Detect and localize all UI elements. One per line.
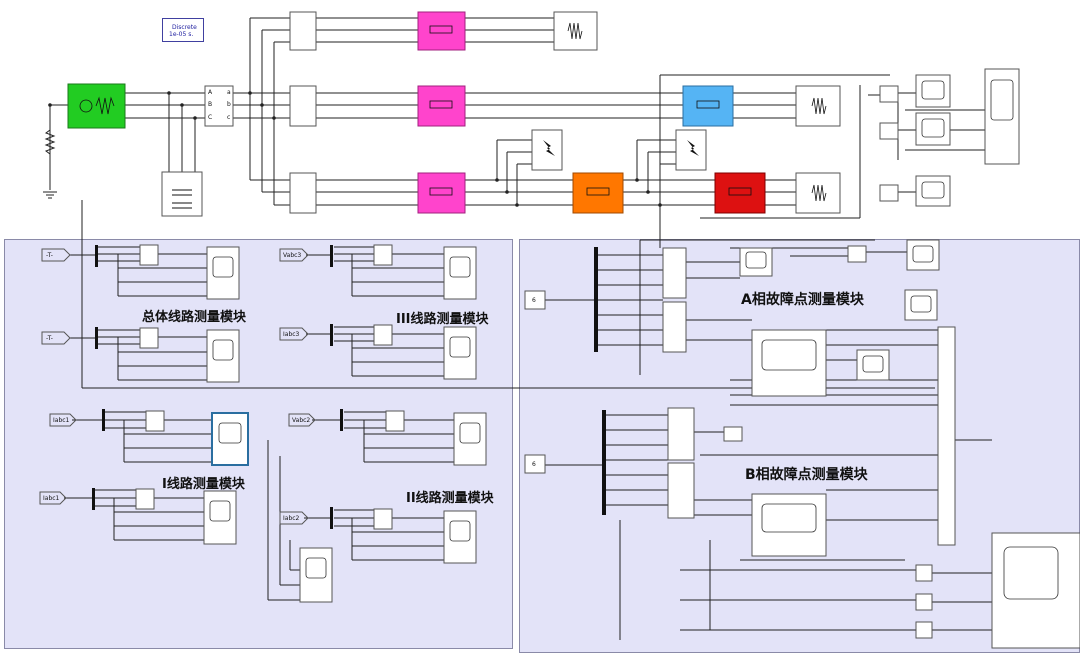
capacitor-block[interactable]: [161, 171, 203, 217]
port-label-a: A: [208, 89, 213, 96]
label-fault-a: A相故障点测量模块: [741, 292, 864, 308]
goto-tag-line2-v[interactable]: Vabc2: [292, 417, 311, 424]
right-mux-bars: [594, 247, 606, 515]
right-demux-blocks[interactable]: [662, 247, 956, 546]
goto-tag-line3-i[interactable]: Iabc3: [283, 331, 300, 338]
vi-measurement-blocks[interactable]: [204, 11, 317, 214]
left-demux-blocks[interactable]: [135, 244, 405, 530]
powergui-block[interactable]: Discrete 1e-05 s.: [162, 18, 204, 42]
top-right-blocks[interactable]: [879, 68, 1020, 207]
label-line3: III线路测量模块: [396, 312, 489, 327]
port-label-lc: c: [227, 114, 231, 121]
port-label-lb: b: [227, 101, 231, 108]
left-mux-bars: [92, 245, 343, 529]
power-wires: [49, 17, 985, 248]
goto-tag-line1-i[interactable]: Iabc1: [43, 495, 60, 502]
left-scopes[interactable]: [203, 246, 487, 603]
left-scope-screens: [209, 256, 481, 579]
left-measurement-region: [4, 239, 513, 649]
constant-value-b: 6: [532, 461, 536, 468]
powergui-line2: 1e-05 s.: [169, 31, 194, 38]
port-label-b: B: [208, 101, 213, 108]
fault-blocks[interactable]: [531, 129, 707, 171]
top-right-scope-screens: [921, 79, 1014, 199]
constant-blocks[interactable]: [524, 290, 546, 474]
label-line2: II线路测量模块: [406, 491, 494, 506]
goto-tag-total-i[interactable]: -T-: [46, 335, 53, 342]
ground-resistor: [43, 129, 57, 199]
goto-tag-line1-v[interactable]: Iabc1: [53, 417, 70, 424]
line-block-symbols: [429, 25, 752, 196]
junctions: [48, 91, 662, 207]
goto-tag-line2-i[interactable]: Iabc2: [283, 515, 300, 522]
three-phase-source[interactable]: [67, 83, 126, 129]
goto-tag-line3-v[interactable]: Vabc3: [283, 252, 302, 259]
right-measurement-region: [519, 239, 1080, 653]
right-scope-screens: [745, 245, 1059, 600]
label-total-line: 总体线路测量模块: [142, 310, 247, 325]
goto-tag-total-v[interactable]: -T-: [46, 252, 53, 259]
port-label-c: C: [208, 114, 213, 121]
label-fault-b: B相故障点测量模块: [745, 467, 868, 483]
powergui-line1: Discrete: [172, 24, 197, 31]
label-line1: I线路测量模块: [162, 477, 245, 492]
constant-value-a: 6: [532, 297, 536, 304]
line-blocks[interactable]: [417, 11, 766, 214]
load-blocks[interactable]: [553, 11, 841, 214]
load-waveforms: [567, 22, 827, 202]
port-label-la: a: [227, 89, 231, 96]
